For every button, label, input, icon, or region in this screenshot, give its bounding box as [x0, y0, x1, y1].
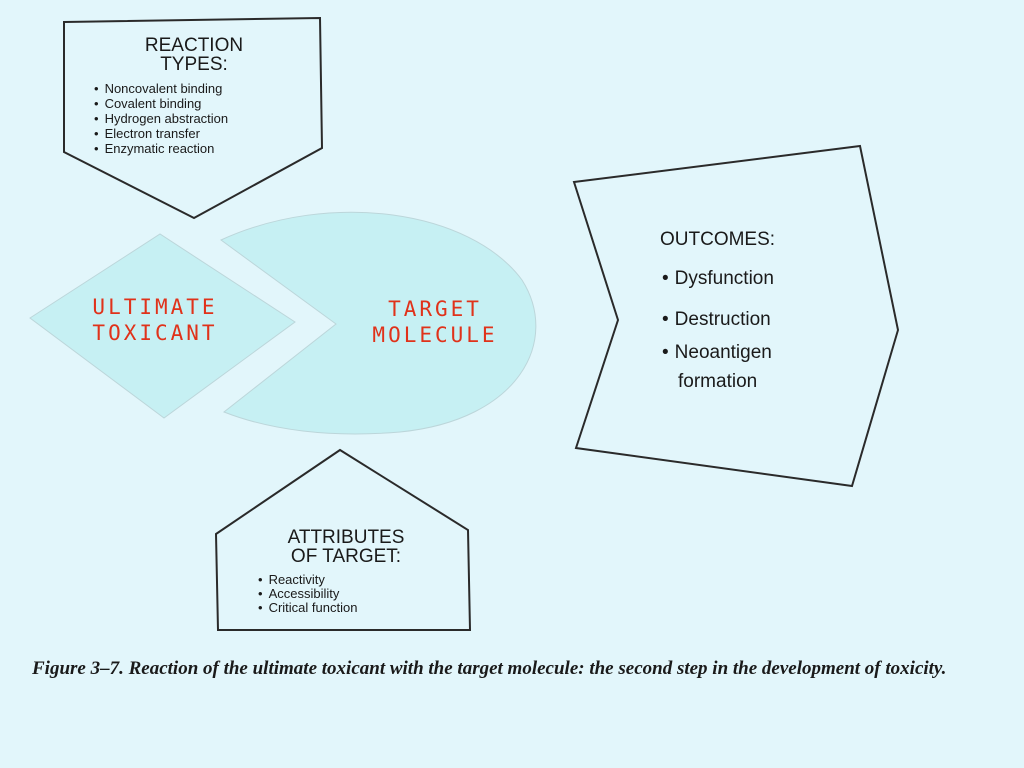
attributes-title-line2: OF TARGET:	[290, 546, 402, 567]
list-item: Dysfunction	[662, 268, 774, 289]
outcomes-item-continuation: formation	[678, 371, 758, 392]
list-item: Neoantigen	[662, 342, 774, 363]
reaction-types-title-line1: REACTION	[144, 35, 244, 56]
reaction-types-list: Noncovalent binding Covalent binding Hyd…	[94, 81, 229, 156]
list-item: Critical function	[258, 601, 358, 615]
outcomes-list: Dysfunction Destruction Neoantigen	[662, 268, 774, 363]
target-molecule-line2: MOLECULE	[372, 323, 498, 348]
outcomes-title: OUTCOMES:	[660, 229, 776, 250]
list-item: Accessibility	[258, 587, 357, 601]
reaction-types-title-line2: TYPES:	[160, 54, 228, 75]
attributes-title-line1: ATTRIBUTES	[287, 527, 405, 548]
list-item: Enzymatic reaction	[94, 141, 228, 156]
list-item: Covalent binding	[94, 96, 228, 111]
list-item: Electron transfer	[94, 126, 228, 141]
ultimate-toxicant-diamond	[29, 233, 296, 419]
list-item: Noncovalent binding	[94, 81, 228, 96]
ultimate-toxicant-line1: ULTIMATE	[92, 295, 218, 319]
attributes-title: ATTRIBUTES OF TARGET:	[236, 528, 456, 566]
target-molecule-label: TARGET MOLECULE	[340, 296, 530, 349]
target-molecule-shape	[220, 211, 537, 435]
list-item: Reactivity	[258, 573, 357, 587]
reaction-types-title: REACTION TYPES:	[84, 36, 304, 74]
attributes-list: Reactivity Accessibility Critical functi…	[258, 573, 358, 615]
figure-caption: Figure 3–7. Reaction of the ultimate tox…	[32, 658, 947, 679]
list-item: Hydrogen abstraction	[94, 111, 229, 126]
target-molecule-line1: TARGET	[388, 297, 482, 321]
ultimate-toxicant-label: ULTIMATE TOXICANT	[50, 294, 260, 347]
ultimate-toxicant-line2: TOXICANT	[92, 321, 218, 346]
list-item: Destruction	[662, 309, 774, 330]
